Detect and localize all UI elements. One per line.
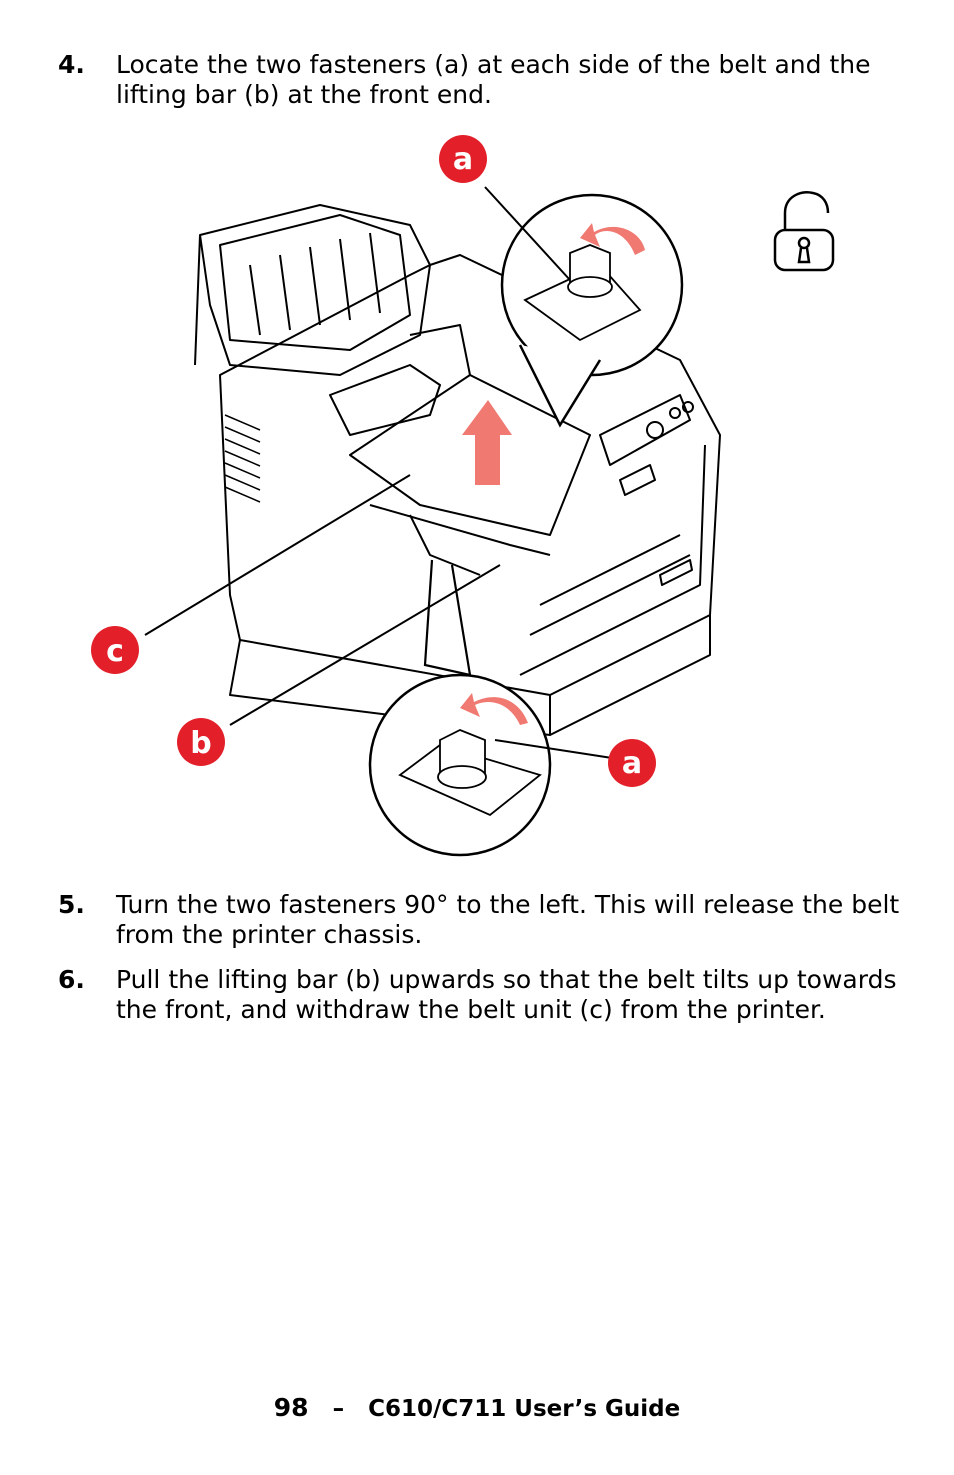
rotate-left-arrow-icon [580,223,645,255]
page-number: 98 [273,1393,309,1422]
step-number: 4. [58,50,85,79]
step-text: Locate the two fasteners (a) at each sid… [116,50,871,109]
callout-label: a [453,142,473,177]
callout-label: b [190,726,211,761]
step-text: Turn the two fasteners 90° to the left. … [116,890,900,949]
belt-removal-illustration: a c b a [91,135,835,857]
callout-label: c [106,634,124,669]
step-number: 6. [58,965,85,994]
zoom-bottom-fastener [368,559,552,857]
unlock-icon [773,191,835,272]
callout-a-bottom: a [608,739,656,787]
zoom-top-fastener [500,193,684,428]
callout-c: c [91,626,139,674]
callout-b: b [177,718,225,766]
belt-unit [349,374,591,536]
printer-body-outline [219,254,721,696]
guide-title: C610/C711 User’s Guide [368,1396,681,1422]
step-number: 5. [58,890,85,919]
callout-a-top: a [439,135,487,183]
footer-separator: – [332,1396,345,1422]
callout-label: a [622,746,642,781]
step-text: Pull the lifting bar (b) upwards so that… [116,965,897,1024]
rotate-left-arrow-icon [460,693,528,725]
lift-up-arrow-icon [462,400,512,485]
page-footer: 98 – C610/C711 User’s Guide [0,1393,954,1422]
